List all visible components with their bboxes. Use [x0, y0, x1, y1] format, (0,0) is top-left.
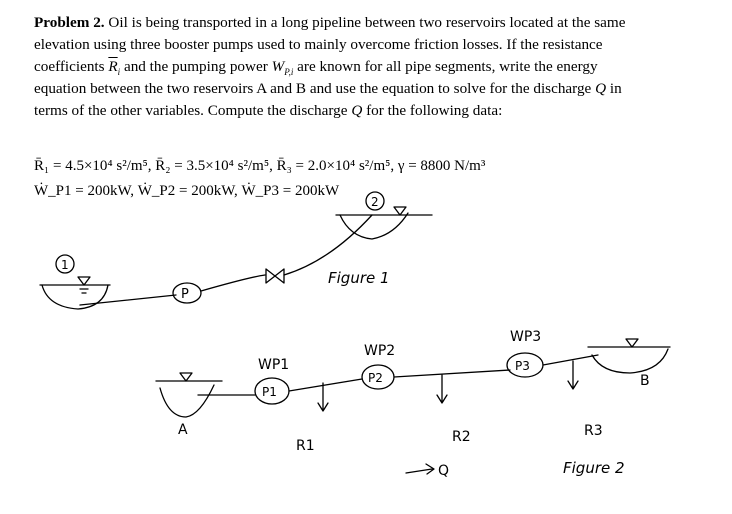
pump-p2-label: P2 [368, 371, 383, 385]
node-1-label: 1 [61, 258, 69, 272]
discharge-symbol: Q [595, 80, 607, 97]
problem-line-1: Oil is being transported in a long pipel… [108, 14, 626, 31]
power-wp3-label: WP3 [510, 329, 541, 345]
problem-line-3e: are known for all pipe segments, write t… [297, 58, 598, 75]
pump-p3-label: P3 [515, 359, 530, 373]
resistance-r3-label: R3 [584, 423, 603, 439]
flow-q-label: Q [438, 463, 449, 479]
figure-2 [155, 338, 671, 475]
reservoir-b-label: B [640, 373, 650, 389]
figure-1 [39, 191, 433, 310]
water-level-ticks [79, 288, 89, 294]
main-pipe-middle [288, 378, 363, 392]
figure-1-title: Figure 1 [328, 269, 390, 287]
resistance-r2-label: R2 [452, 429, 471, 445]
power-data-equation: Ẇ_P1 = 200kW, Ẇ_P2 = 200kW, Ẇ_P3 = 200kW [34, 183, 340, 199]
water-level-symbol-b [625, 338, 639, 348]
resistance-data-equation: R̄₁ = 4.5×10⁴ s²/m⁵, R̄₂ = 3.5×10⁴ s²/m⁵… [34, 158, 486, 174]
problem-line-4c: in [609, 80, 622, 97]
valve-icon [265, 268, 285, 284]
problem-label: Problem 2. [34, 14, 105, 31]
node-2-label: 2 [371, 195, 379, 209]
figure-2-title: Figure 2 [563, 459, 625, 477]
problem-line-5c: for the following data: [366, 102, 503, 119]
flow-arrow [405, 463, 435, 475]
reservoir-b-basin [591, 348, 669, 374]
reservoir-2-basin [339, 212, 409, 240]
resistance-symbol: R [108, 58, 118, 75]
reservoir-1-basin [41, 284, 109, 310]
water-level-symbol-a [179, 372, 193, 382]
pump-p-label: P [181, 287, 189, 302]
water-level-symbol [77, 276, 91, 286]
arrow-r1 [317, 382, 329, 412]
problem-paragraph: Problem 2. Oil is being transported in a… [34, 14, 626, 119]
problem-line-3a: coefficients [34, 58, 105, 75]
problem-statement: Problem 2. Oil is being transported in a… [34, 12, 714, 122]
node-2-circle [365, 191, 385, 211]
power-wp1-label: WP1 [258, 357, 289, 373]
pipe-segment-1 [79, 294, 177, 306]
node-1-circle [55, 254, 75, 274]
problem-line-5a: terms of the other variables. Compute th… [34, 102, 348, 119]
power-symbol: W [271, 58, 285, 75]
arrow-r2 [436, 374, 448, 404]
problem-line-4a: equation between the two reservoirs A an… [34, 80, 592, 97]
discharge-symbol-2: Q [351, 102, 363, 119]
main-pipe-right [393, 369, 511, 378]
pipe-segment-2 [200, 274, 266, 292]
power-wp2-label: WP2 [364, 343, 395, 359]
water-level-symbol-2 [393, 206, 407, 216]
main-pipe-end [542, 354, 599, 366]
arrow-r3 [567, 360, 579, 390]
reservoir-a-label: A [178, 422, 188, 438]
pipe-segment-3 [283, 214, 373, 276]
problem-line-2: elevation using three booster pumps used… [34, 36, 603, 53]
problem-line-3c: and the pumping power [123, 58, 268, 75]
resistance-r1-label: R1 [296, 438, 315, 454]
pump-p-circle [172, 282, 202, 304]
pipeline-figures: 1 2 P Figure 1 A B P1 P2 P3 WP1 WP2 WP3 … [39, 191, 671, 479]
reservoir-a-basin [159, 384, 215, 418]
pump-p1-label: P1 [262, 385, 277, 399]
